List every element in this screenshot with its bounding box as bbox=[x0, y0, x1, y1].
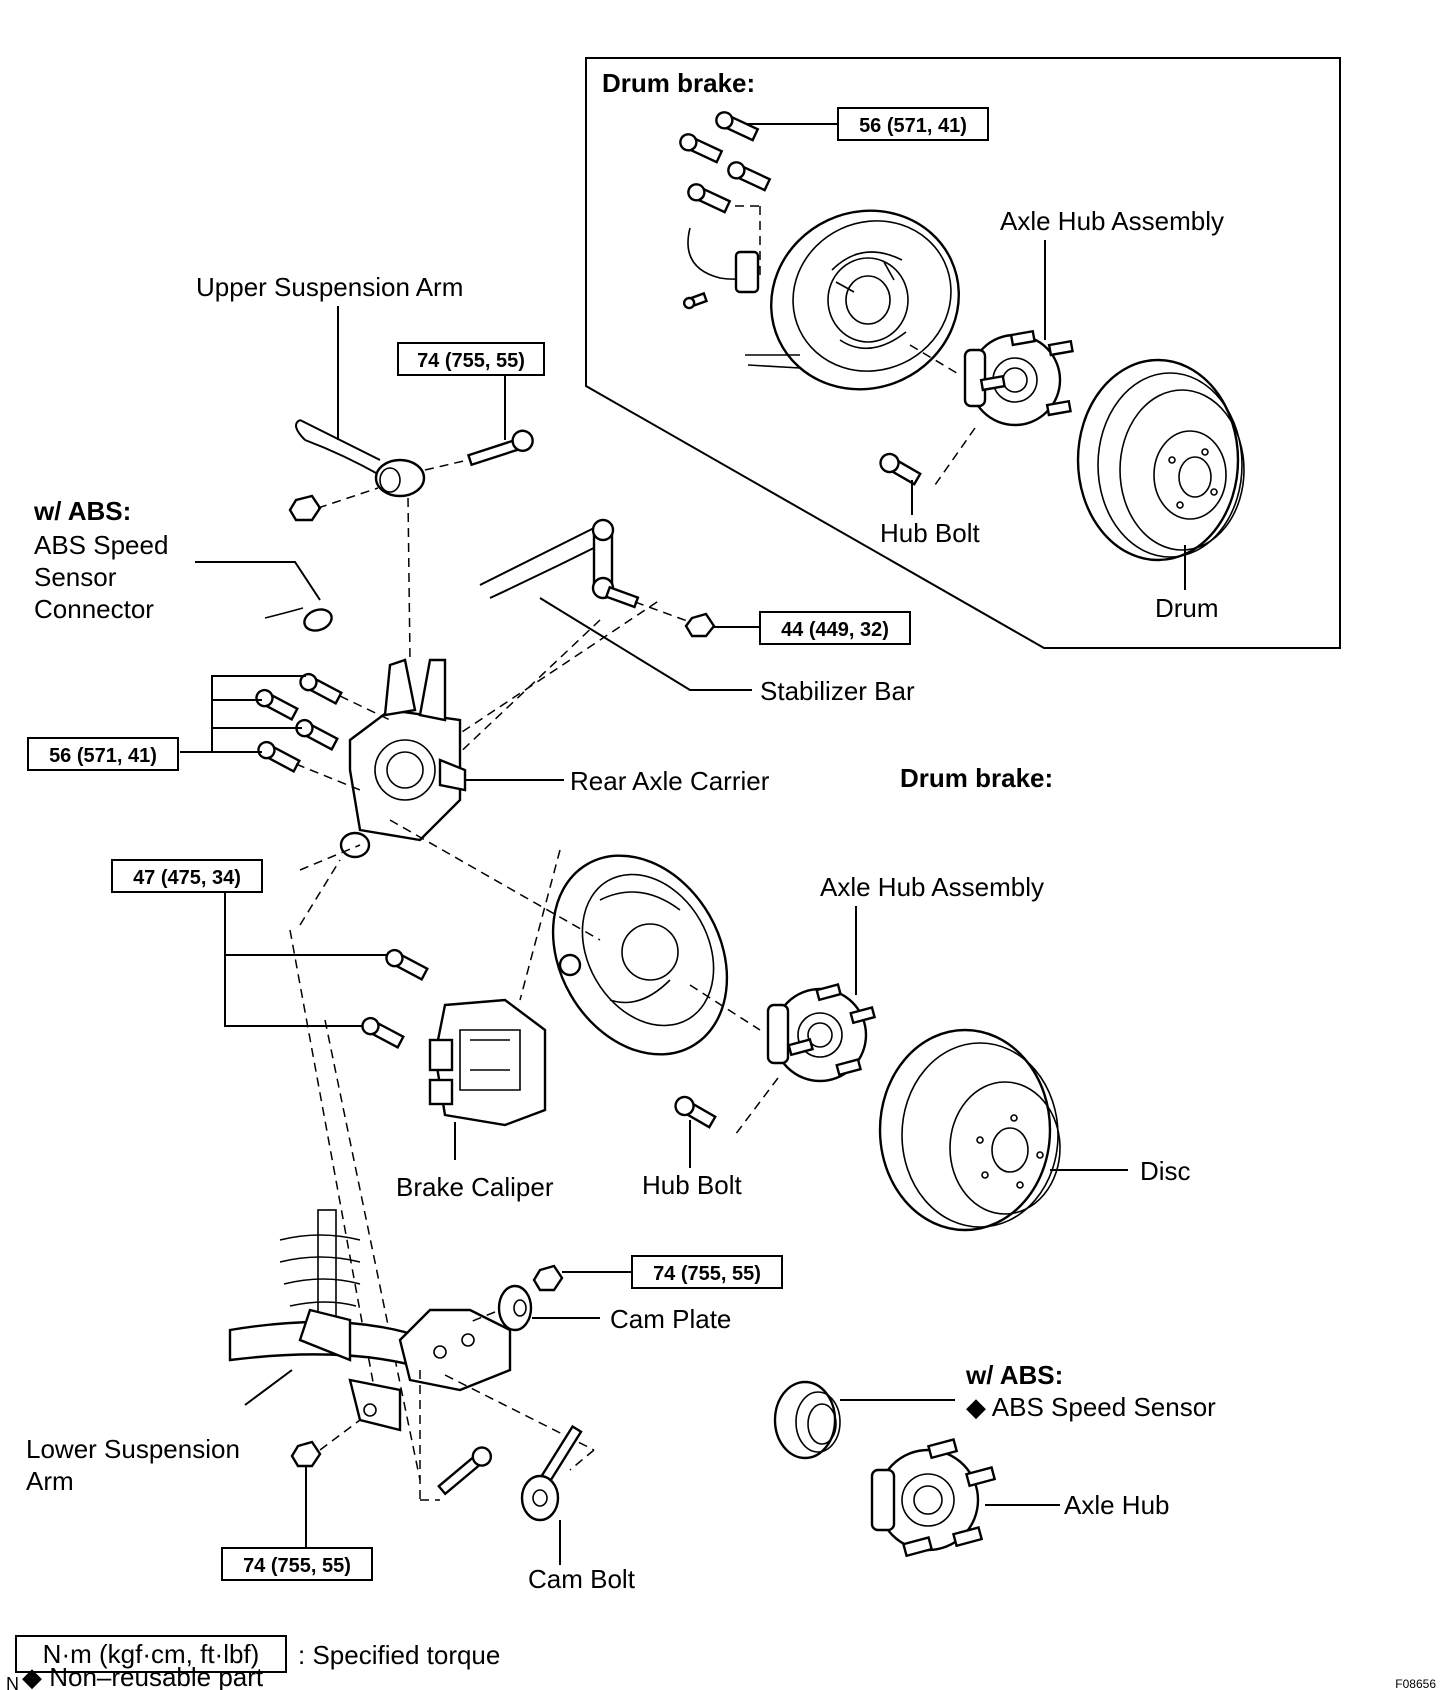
drum-backing-plate bbox=[687, 209, 960, 391]
axle-hub-assembly-top bbox=[963, 329, 1074, 427]
upper-arm-bolt bbox=[466, 429, 534, 467]
torque-box-upper-arm bbox=[397, 342, 545, 376]
abs-speed-sensor bbox=[773, 1380, 841, 1460]
torque-value-carrier: 56 (571, 41) bbox=[49, 745, 157, 767]
axle-hub-assembly-mid bbox=[766, 983, 877, 1083]
hub-bolt-top bbox=[879, 452, 922, 486]
cam-bolt bbox=[520, 1424, 583, 1522]
upper-suspension-arm-label: Upper Suspension Arm bbox=[196, 272, 463, 302]
axle-hub bbox=[870, 1438, 997, 1558]
abs-connector-label-line-2: Sensor bbox=[34, 562, 117, 592]
legend-non-reusable: ◆ Non–reusable part bbox=[22, 1662, 264, 1690]
upper-arm-nut bbox=[288, 494, 322, 522]
upper-arm-bushing bbox=[374, 458, 426, 498]
torque-box-stabilizer bbox=[759, 611, 911, 645]
figure-code: F08656 bbox=[1395, 1677, 1436, 1690]
torque-value-cam-nut: 74 (755, 55) bbox=[653, 1263, 761, 1285]
lower-arm-nut bbox=[290, 1440, 322, 1468]
torque-box-lower-nut bbox=[221, 1547, 373, 1581]
torque-value-caliper: 47 (475, 34) bbox=[133, 867, 241, 889]
carrier-bolts bbox=[255, 672, 343, 774]
upper-suspension-arm bbox=[295, 419, 386, 479]
legend-n-mark: N bbox=[6, 1674, 19, 1690]
lower-suspension-arm-label-line-2: Arm bbox=[26, 1466, 74, 1496]
abs-connector-label-line-3: Connector bbox=[34, 594, 154, 624]
lower-arm-bolt bbox=[437, 1446, 493, 1496]
brake-caliper-label: Brake Caliper bbox=[396, 1172, 554, 1202]
lower-suspension-arm-label-line-1: Lower Suspension bbox=[26, 1434, 240, 1464]
legend-unit-desc: : Specified torque bbox=[298, 1640, 500, 1670]
torque-value-stabilizer: 44 (449, 32) bbox=[781, 619, 889, 641]
axle-hub-label: Axle Hub bbox=[1064, 1490, 1170, 1520]
caliper-bolts bbox=[361, 948, 429, 1050]
abs-connector-label-line-1: ABS Speed bbox=[34, 530, 168, 560]
stabilizer-nut bbox=[684, 612, 716, 638]
legend-unit-box bbox=[15, 1635, 287, 1673]
axle-hub-assembly-mid-label: Axle Hub Assembly bbox=[820, 872, 1044, 902]
axle-hub-assembly-top-label: Axle Hub Assembly bbox=[1000, 206, 1224, 236]
drum-brake-inset-title: Drum brake: bbox=[602, 68, 755, 98]
hub-bolt-mid-label: Hub Bolt bbox=[642, 1170, 742, 1200]
torque-box-cam-nut bbox=[631, 1255, 783, 1289]
abs-speed-sensor-label: ◆ ABS Speed Sensor bbox=[966, 1392, 1216, 1422]
cam-bolt-label: Cam Bolt bbox=[528, 1564, 636, 1594]
cam-plate-label: Cam Plate bbox=[610, 1304, 731, 1334]
stabilizer-bar bbox=[479, 524, 611, 599]
disc-label: Disc bbox=[1140, 1156, 1191, 1186]
brake-caliper bbox=[428, 998, 547, 1127]
torque-box-drum-backing bbox=[837, 107, 989, 141]
torque-value-lower-nut: 74 (755, 55) bbox=[243, 1555, 351, 1577]
torque-box-carrier bbox=[27, 737, 179, 771]
w-abs-label-1: w/ ABS: bbox=[33, 496, 131, 526]
abs-speed-sensor-connector bbox=[264, 607, 333, 632]
brake-drum bbox=[1076, 358, 1245, 562]
cam-nut bbox=[532, 1264, 564, 1292]
rear-axle-carrier bbox=[339, 658, 467, 859]
drum-label: Drum bbox=[1155, 593, 1219, 623]
lower-suspension-arm bbox=[228, 1308, 512, 1432]
torque-box-caliper bbox=[111, 859, 263, 893]
torque-value-upper-arm: 74 (755, 55) bbox=[417, 350, 525, 372]
hub-bolt-top-label: Hub Bolt bbox=[880, 518, 980, 548]
stabilizer-bar-label: Stabilizer Bar bbox=[760, 676, 915, 706]
disc-backing-plate bbox=[551, 854, 729, 1056]
rear-axle-carrier-label: Rear Axle Carrier bbox=[570, 766, 770, 796]
legend-unit-text: N·m (kgf·cm, ft·lbf) bbox=[43, 1639, 260, 1669]
backing-plate-bolts bbox=[679, 111, 772, 310]
stabilizer-link bbox=[591, 518, 640, 609]
drum-brake-inset-frame bbox=[585, 57, 1341, 649]
cam-plate bbox=[497, 1284, 533, 1332]
w-abs-label-2: w/ ABS: bbox=[965, 1360, 1063, 1390]
torque-value-drum-backing: 56 (571, 41) bbox=[859, 115, 967, 137]
drum-brake-mid-label: Drum brake: bbox=[900, 763, 1053, 793]
hub-bolt-mid bbox=[674, 1095, 717, 1129]
brake-disc bbox=[878, 1028, 1061, 1232]
